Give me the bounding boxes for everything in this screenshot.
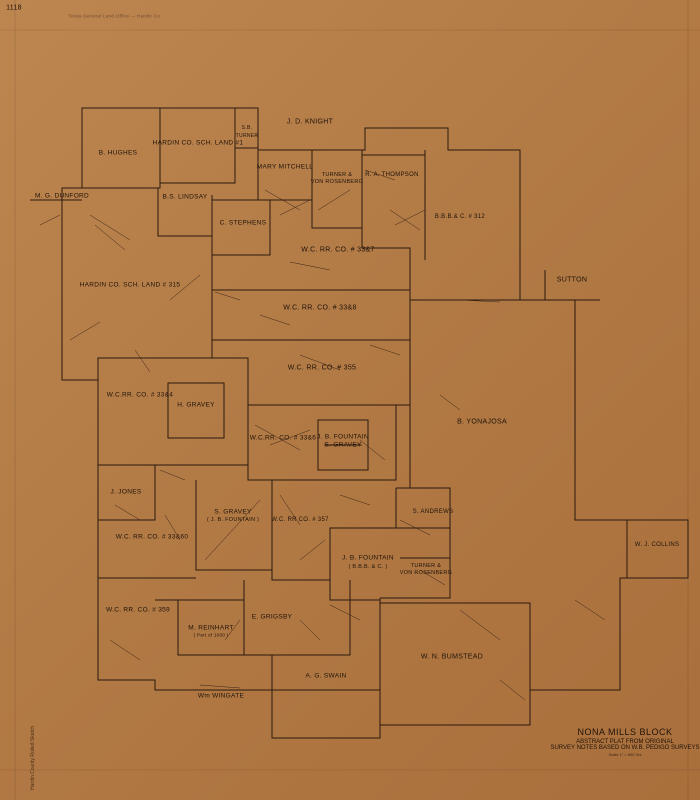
survey-label-s-gravey-b: ( J. B. FOUNTAIN ): [206, 517, 260, 523]
survey-label-e-grigsby: E. GRIGSBY: [251, 613, 293, 621]
survey-label-wn-bumstead: W. N. BUMSTEAD: [420, 653, 484, 661]
survey-label-ag-swain: A. G. SWAIN: [305, 672, 347, 680]
survey-label-mg-dunford: M. G. DUNFORD: [34, 192, 90, 200]
map-subtitle-2: SURVEY NOTES BASED ON W.B. PEDIGO SURVEY…: [550, 745, 700, 751]
survey-label-sutton: SUTTON: [556, 276, 588, 284]
survey-label-c-stephens: C. STEPHENS: [219, 219, 267, 227]
survey-label-jb-fountain-2b: ( B.B.B. & C. ): [348, 564, 388, 570]
survey-label-wc-3358: W.C. RR. CO. # 33&8: [283, 304, 357, 312]
survey-label-sb-2: TURNER: [235, 133, 259, 139]
block-outline: [61, 107, 689, 739]
survey-label-turner-vr-1b: VON ROSENBERG: [310, 179, 364, 185]
survey-label-jb-fountain-2a: J. B. FOUNTAIN: [342, 554, 394, 562]
survey-label-mary-mitchell: MARY MITCHELL: [256, 163, 314, 171]
survey-label-wc-3356: W.C.RR. CO. # 33&6: [249, 434, 317, 442]
survey-label-sb-1: S.B.: [241, 125, 253, 131]
survey-label-turner-vr-1a: TURNER &: [321, 172, 353, 178]
survey-label-wc-355: W.C. RR. CO. # 355: [287, 364, 357, 372]
map-scale: Scale 1" = 500 Vrs: [608, 752, 642, 757]
survey-label-jd-knight: J. D. KNIGHT: [286, 118, 334, 126]
survey-label-s-gravey-a: S. GRAVEY: [214, 508, 252, 516]
survey-label-wc-357: W.C. RR CO. # 357: [271, 517, 329, 523]
survey-label-wc-359: W.C. RR. CO. # 359: [106, 606, 170, 614]
survey-label-wj-collins: W. J. COLLINS: [634, 542, 680, 548]
survey-label-h-gravey: H. GRAVEY: [177, 401, 215, 409]
margin-note: Hardin County Rolled Sketch: [30, 725, 36, 790]
sheet-number: 1118: [6, 4, 22, 12]
survey-label-wc-3357: W.C. RR. CO. # 33&7: [301, 246, 375, 254]
map-title: NONA MILLS BLOCK: [577, 727, 673, 737]
survey-label-bs-lindsay: B.S. LINDSAY: [162, 193, 208, 201]
survey-label-j-jones: J. JONES: [110, 488, 142, 496]
survey-label-wc-3360: W.C. RR. CO. # 33&60: [115, 533, 189, 541]
survey-label-ra-thompson: R. A. THOMPSON: [365, 172, 419, 178]
survey-label-hardin-sch-315: HARDIN CO. SCH. LAND # 315: [79, 281, 181, 289]
survey-label-m-reinhart-a: M. REINHART: [188, 624, 234, 632]
header-note: Texas General Land Office — Hardin Co.: [68, 13, 162, 19]
survey-label-jb-fountain-1b: S. GRAVEY: [324, 441, 362, 449]
survey-label-b-yonajosa: B. YONAJOSA: [457, 418, 507, 426]
survey-label-turner-vr-2b: VON ROSENBERG: [399, 570, 453, 576]
survey-label-wc-3354: W.C.RR. CO. # 33&4: [106, 391, 174, 399]
survey-label-s-andrews: S. ANDREWS: [412, 509, 454, 515]
survey-label-hardin-sch-1: HARDIN CO. SCH. LAND #1: [152, 139, 244, 147]
survey-label-b-hughes: B. HUGHES: [98, 149, 138, 157]
survey-label-wm-wingate: Wm WINGATE: [197, 692, 245, 700]
title-block: NONA MILLS BLOCK ABSTRACT PLAT FROM ORIG…: [550, 727, 699, 757]
survey-label-jb-fountain-1a: J. B. FOUNTAIN: [317, 433, 369, 441]
survey-label-bbb-312: B.B.B.& C. # 312: [434, 214, 486, 220]
survey-label-m-reinhart-b: ( Part of 1060 ): [193, 632, 229, 638]
map-subtitle-1: ABSTRACT PLAT FROM ORIGINAL: [576, 739, 674, 745]
survey-label-turner-vr-2a: TURNER &: [410, 563, 442, 569]
